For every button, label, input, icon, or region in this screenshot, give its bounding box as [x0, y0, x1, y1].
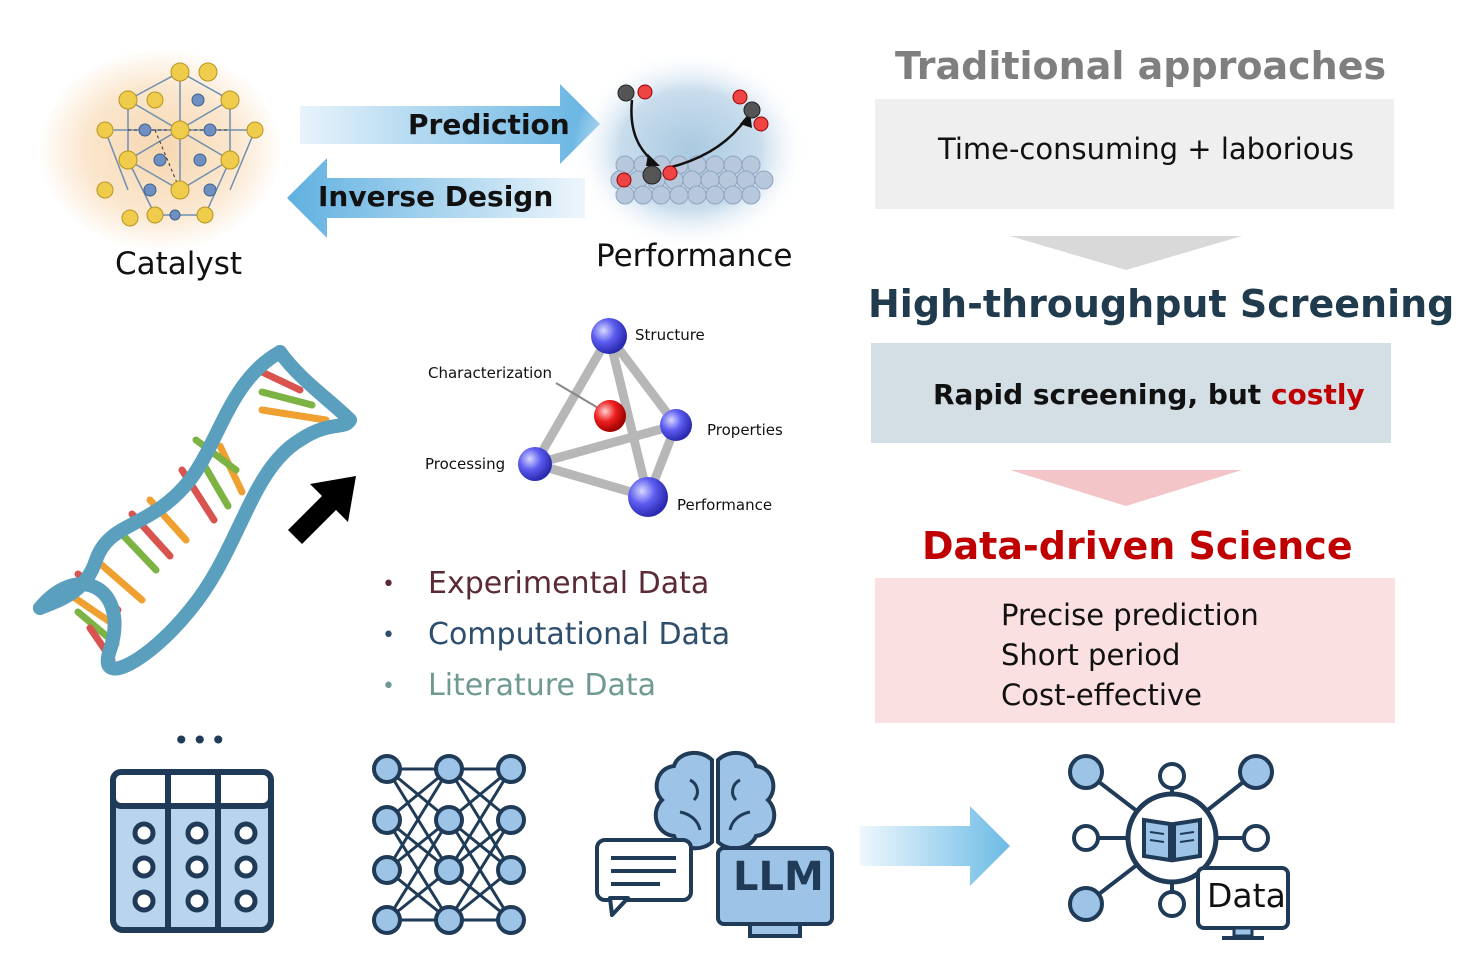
tetra-processing-label: Processing [425, 455, 506, 473]
bullet-text: Literature Data [428, 668, 657, 703]
catalyst-label: Catalyst [115, 246, 243, 282]
traditional-title: Traditional approaches [895, 44, 1387, 88]
dds-line-2: Short period [1001, 638, 1181, 672]
table-dots: ••• [173, 724, 229, 757]
tetra-properties-label: Properties [707, 421, 783, 439]
dds-title: Data-driven Science [922, 524, 1353, 568]
hts-text-main: Rapid screening, but [933, 378, 1271, 411]
bullet-text: Experimental Data [428, 566, 710, 601]
tetra-performance-label: Performance [677, 496, 773, 514]
llm-label: LLM [733, 854, 824, 900]
bullet-computational: •Computational Data [382, 617, 731, 652]
traditional-box [875, 99, 1394, 209]
traditional-text: Time-consuming + laborious [938, 132, 1355, 166]
bullet-experimental: •Experimental Data [382, 566, 710, 601]
dds-line-3: Cost-effective [1001, 678, 1202, 712]
hts-box [871, 343, 1391, 443]
prediction-label: Prediction [408, 108, 570, 141]
hts-title: High-throughput Screening [868, 282, 1455, 326]
data-label: Data [1207, 876, 1286, 915]
bullet-literature: •Literature Data [382, 668, 657, 703]
dds-line-1: Precise prediction [1001, 598, 1259, 632]
hts-text: Rapid screening, but costly [933, 378, 1365, 411]
catalyst-glow [40, 50, 280, 250]
tetra-structure-label: Structure [635, 326, 705, 344]
bullet-text: Computational Data [428, 617, 731, 652]
dds-box [875, 578, 1395, 723]
tetra-characterization-label: Characterization [428, 364, 553, 382]
hts-text-costly: costly [1270, 378, 1365, 411]
performance-label: Performance [596, 238, 793, 274]
inverse-design-label: Inverse Design [318, 180, 554, 213]
